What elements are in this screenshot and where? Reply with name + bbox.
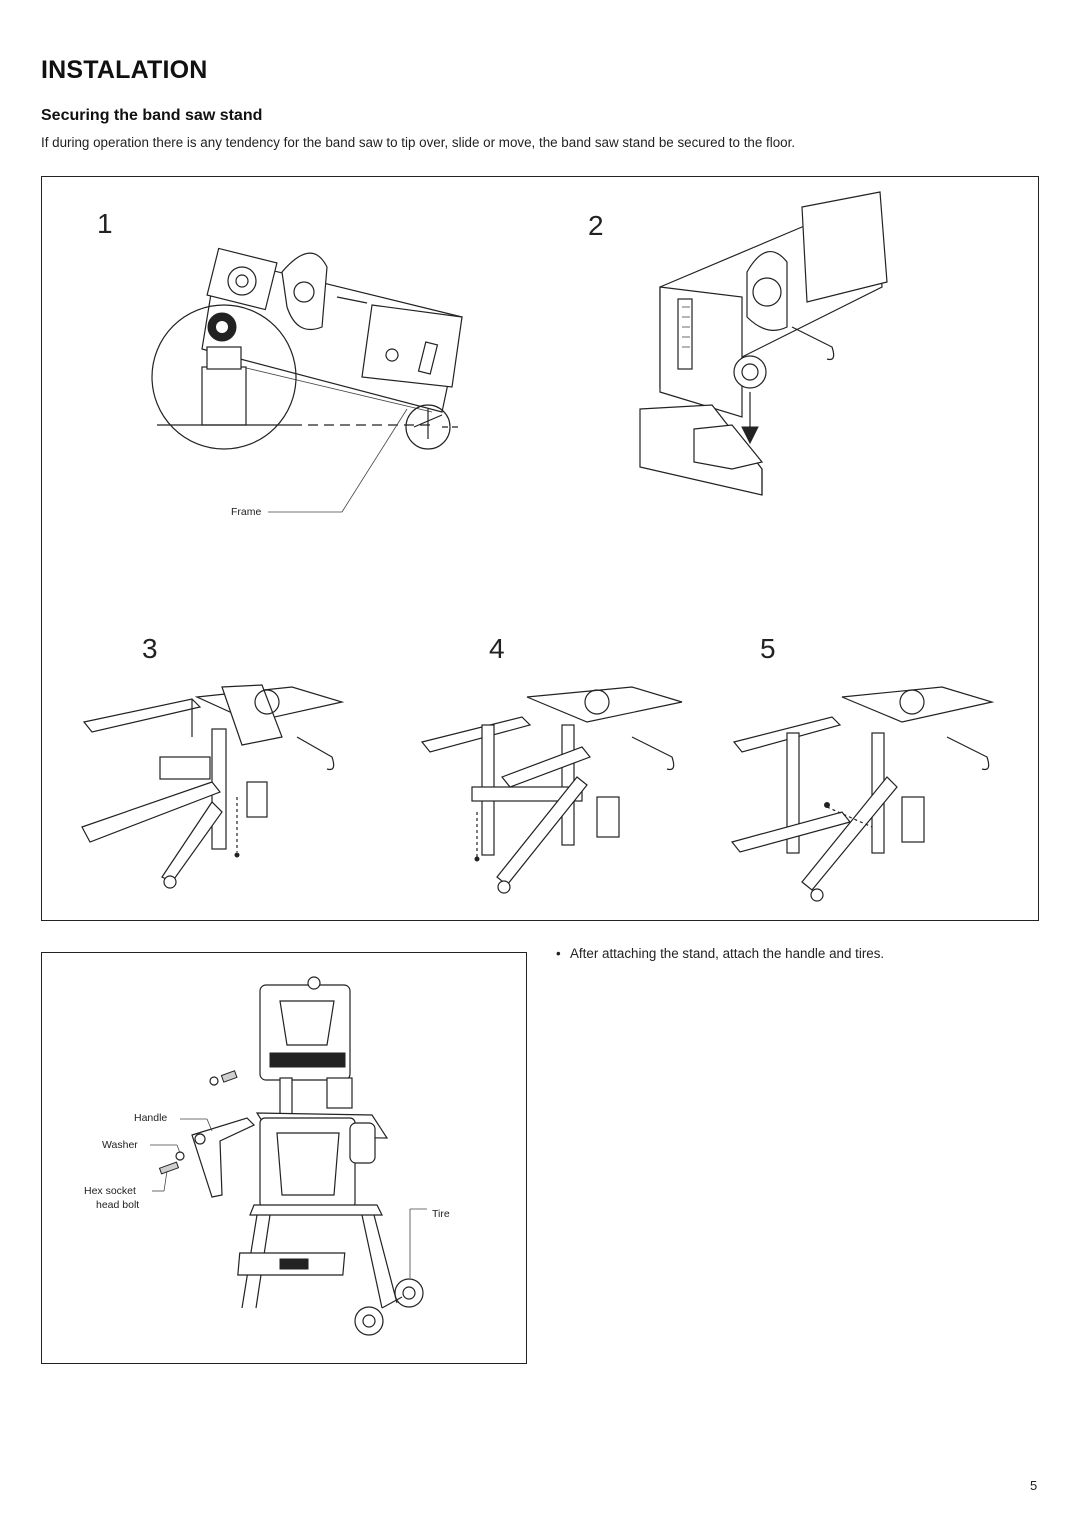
page-number: 5 xyxy=(1030,1478,1038,1493)
tire-label: Tire xyxy=(432,1208,450,1220)
step-3-drawing xyxy=(81,684,345,889)
washer-label: Washer xyxy=(102,1139,138,1151)
step-2-drawing xyxy=(639,191,888,496)
hex-bolt-label-line1: Hex socket xyxy=(84,1185,136,1197)
assembly-steps-illustration: 1 xyxy=(81,191,995,902)
note-text: After attaching the stand, attach the ha… xyxy=(570,946,885,961)
step-5-drawing xyxy=(730,686,995,902)
intro-paragraph: If during operation there is any tendenc… xyxy=(41,135,796,150)
handle-tires-illustration: Handle Washer Hex socket head bolt Tire xyxy=(84,976,450,1336)
step-1-number: 1 xyxy=(97,208,113,239)
handle-tires-figure: Handle Washer Hex socket head bolt Tire xyxy=(41,952,527,1364)
section-heading: Securing the band saw stand xyxy=(41,107,263,124)
frame-label: Frame xyxy=(231,506,261,518)
assembly-steps-figure: 1 xyxy=(41,176,1039,921)
step-3-number: 3 xyxy=(142,633,158,664)
band-saw-drawing xyxy=(158,976,424,1336)
step-4-number: 4 xyxy=(489,633,505,664)
step-5-number: 5 xyxy=(760,633,776,664)
step-4-drawing xyxy=(420,686,683,894)
hex-bolt-label-line2: head bolt xyxy=(96,1199,139,1211)
note-bullet: • xyxy=(556,946,561,961)
handle-label: Handle xyxy=(134,1112,167,1124)
page-title: INSTALATION xyxy=(41,56,208,84)
step-2-number: 2 xyxy=(588,210,604,241)
note-item: • After attaching the stand, attach the h… xyxy=(556,946,884,961)
step-1-drawing: Frame xyxy=(151,247,463,518)
